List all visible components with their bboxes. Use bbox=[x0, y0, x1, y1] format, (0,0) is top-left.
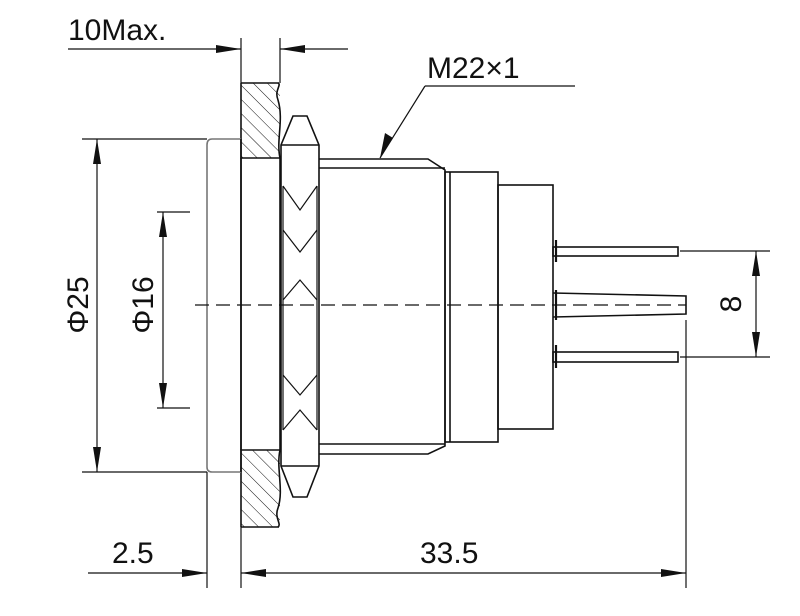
label-flange-thickness: 2.5 bbox=[112, 537, 154, 570]
label-thread: M22×1 bbox=[427, 52, 520, 85]
rear-housing bbox=[444, 171, 554, 443]
dim-thread-leader bbox=[379, 85, 575, 159]
dim-panel-thickness bbox=[68, 38, 348, 83]
dim-lengths bbox=[88, 320, 687, 588]
label-panel-thickness: 10Max. bbox=[68, 14, 166, 47]
threaded-body bbox=[319, 158, 446, 455]
hex-nut bbox=[280, 115, 320, 498]
label-outer-diameter: Φ25 bbox=[62, 276, 95, 333]
dim-inner-diameter bbox=[157, 211, 190, 409]
label-pin-spacing: 8 bbox=[715, 296, 748, 313]
label-inner-diameter: Φ16 bbox=[127, 276, 160, 333]
dim-pin-spacing bbox=[680, 250, 770, 358]
terminal-pins bbox=[552, 240, 687, 368]
dim-outer-diameter bbox=[82, 138, 207, 473]
label-body-length: 33.5 bbox=[420, 537, 478, 570]
